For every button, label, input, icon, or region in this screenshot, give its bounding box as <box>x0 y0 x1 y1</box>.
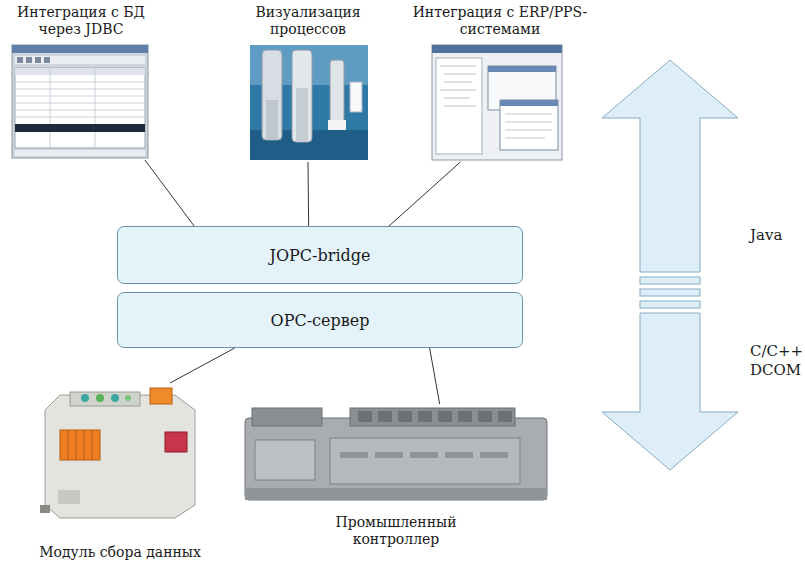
plc-picture <box>245 408 547 500</box>
process-visualization <box>250 45 368 160</box>
connector <box>389 162 460 226</box>
box-label: JOPC-bridge <box>270 246 371 265</box>
bridge-box: JOPC-bridge <box>117 226 523 284</box>
layer-label: C/C++ DCOM <box>750 342 802 380</box>
io-module: Модуль сбора данных <box>20 383 220 561</box>
connector <box>145 160 194 226</box>
double-arrow <box>602 60 738 470</box>
erp-screenshot <box>432 45 562 160</box>
caption: Интеграция с ERP/PPS-системами <box>410 4 590 38</box>
caption: Интеграция с БД через JDBC <box>10 4 152 38</box>
connector <box>308 162 310 226</box>
box-label: OPC-сервер <box>271 311 370 330</box>
process-visualization: Визуализация процессов <box>240 4 376 162</box>
caption: Визуализация процессов <box>240 4 376 38</box>
caption: Модуль сбора данных <box>39 544 201 561</box>
layer-label: Java <box>750 226 802 245</box>
plc: Промышленный контроллер <box>240 404 552 548</box>
db-integration: Интеграция с БД через JDBC <box>10 4 152 160</box>
db-screenshot <box>12 45 148 158</box>
connector <box>430 348 440 404</box>
erp-integration: Интеграция с ERP/PPS-системами <box>410 4 590 162</box>
server-box: OPC-сервер <box>117 292 523 348</box>
caption: Промышленный контроллер <box>321 514 471 548</box>
connector <box>170 348 235 383</box>
io-module-picture <box>40 388 195 518</box>
